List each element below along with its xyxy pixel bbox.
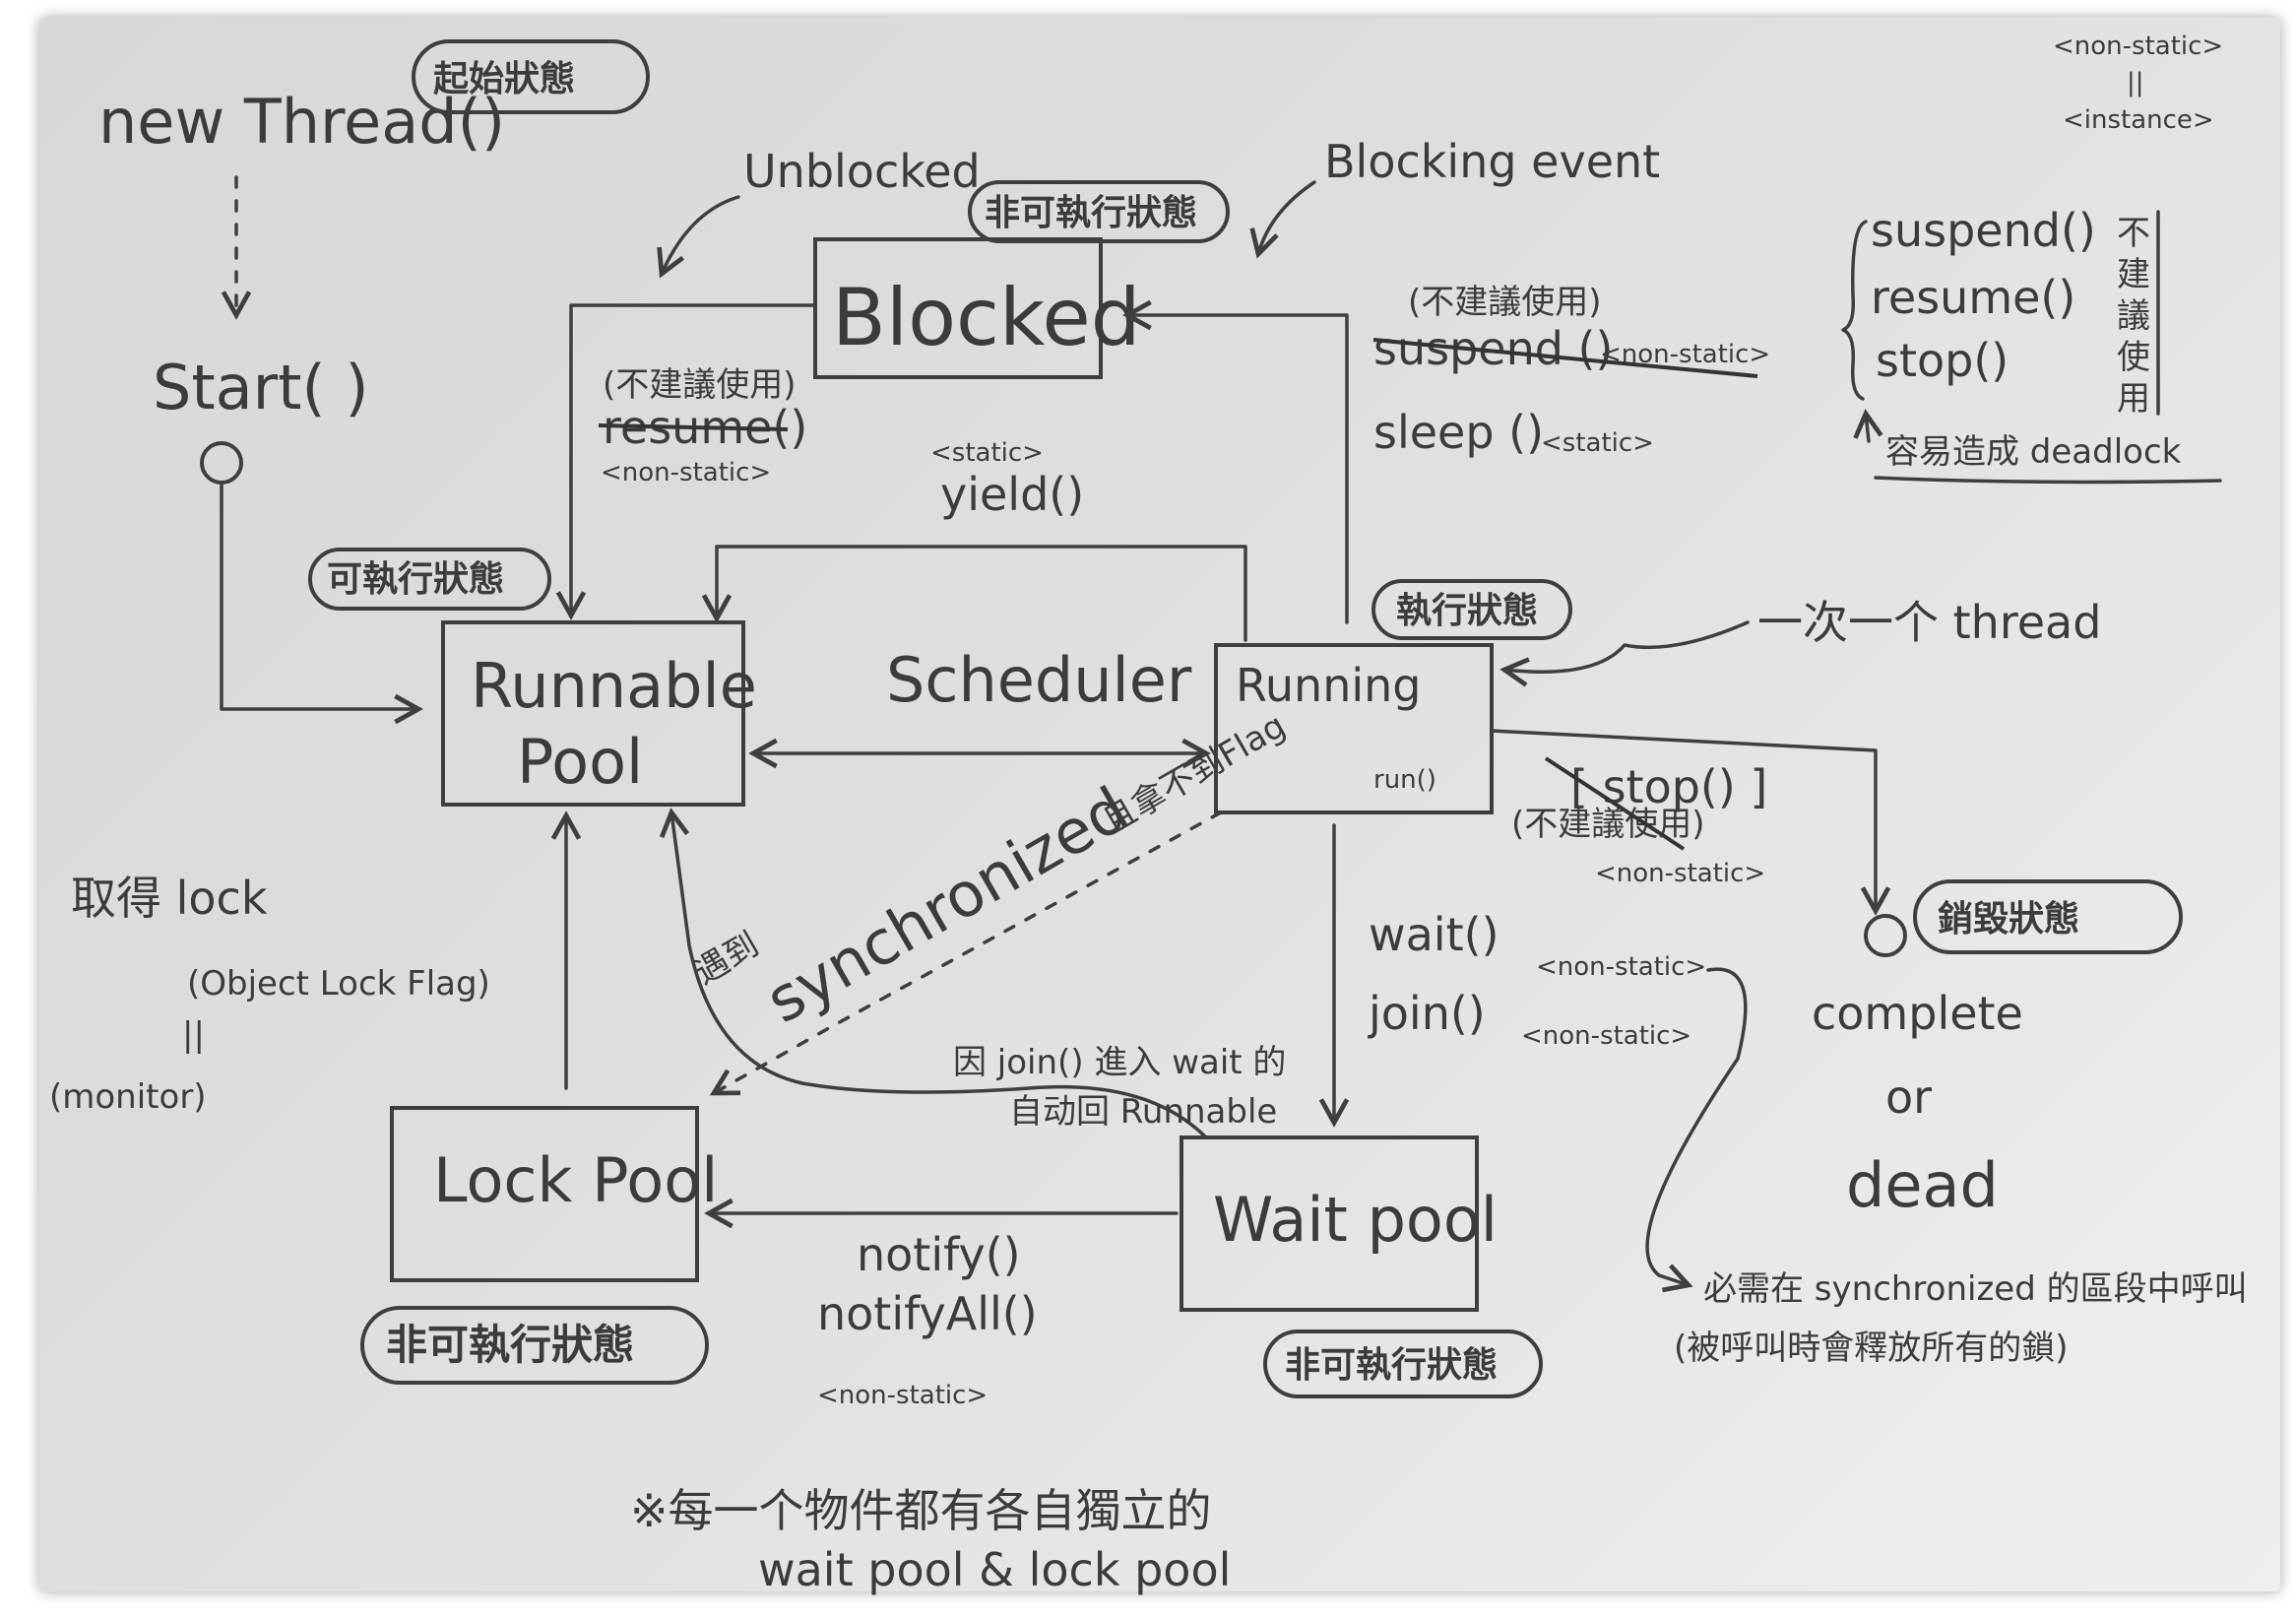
dead-line3: dead [1846,1149,1999,1221]
join-tag: <non-static> [1521,1021,1691,1051]
lock-note-line1: 取得 lock [71,872,268,925]
blocked-state-tag [968,180,1230,243]
stop-label: [ stop() ] [1570,760,1767,813]
deprecated-m1: suspend() [1871,204,2096,257]
one-thread-pointer [1499,620,1750,687]
vertical-char-1: 不 [2117,214,2150,253]
start-call-label: Start( ) [153,352,369,423]
deprecated-vertical-note: 不 建 議 使 用 [2117,214,2150,419]
start-to-runnable-arrow [220,481,423,725]
blocked-label: Blocked [832,272,1141,363]
blocked-state-text: 非可執行狀態 [985,193,1197,233]
runnable-box [441,620,745,807]
dead-line2: or [1885,1070,1932,1124]
notify-tag: <non-static> [817,1381,988,1410]
runnable-label-line2: Pool [517,726,643,798]
running-to-blocked-arrow [1122,299,1349,624]
lock-note-line4: (monitor) [49,1077,207,1117]
dead-node [1864,914,1907,957]
one-thread-label: 一次一个 thread [1757,596,2101,649]
waitpool-label: Wait pool [1213,1184,1498,1256]
suspend-note: (不建議使用) [1408,283,1602,322]
wait-tag: <non-static> [1536,952,1706,982]
lock-note-line2: (Object Lock Flag) [187,964,490,1004]
wait-to-runnable-arrow [659,808,1208,1139]
vertical-char-2: 建 [2117,255,2150,294]
resume-strikethrough [598,423,789,431]
lockpool-label: Lock Pool [433,1144,718,1216]
vertical-char-4: 使 [2117,338,2150,377]
start-state-tag [412,39,650,114]
join-back-line2: 自动回 Runnable [1009,1092,1277,1132]
suspend-strikethrough [1372,338,1758,378]
stop-tag: <non-static> [1595,859,1765,888]
suspend-label: suspend () [1373,322,1613,375]
join-back-line1: 因 join() 進入 wait 的 [953,1043,1286,1082]
sleep-label: sleep () [1373,406,1544,459]
lockpool-state-text: 非可執行狀態 [386,1321,634,1369]
start-state-text: 起始狀態 [433,59,575,99]
yield-tag: <static> [930,438,1044,468]
notify-all-label: notifyAll() [817,1287,1038,1340]
running-to-lockpool-arrow [709,810,1223,1096]
blocked-to-runnable-arrow [555,303,817,620]
dead-line1: complete [1812,987,2023,1040]
sleep-tag: <static> [1541,428,1654,458]
resume-note: (不建議使用) [603,365,797,405]
running-box [1214,643,1494,814]
deadlock-pointer [1853,409,1883,443]
paper-sheet [39,18,2280,1591]
start-node [200,441,243,485]
running-state-text: 執行狀態 [1396,591,1538,631]
dead-state-tag [1913,879,2183,954]
yield-label: yield() [940,468,1084,521]
legend-instance: <instance> [2063,105,2214,135]
deprecated-m3: stop() [1876,334,2009,387]
footer-line2: wait pool & lock pool [758,1543,1231,1596]
resume-tag: <non-static> [601,458,771,487]
notify-label: notify() [857,1228,1021,1281]
sync-label: synchronized [754,773,1140,1037]
run-method-label: run() [1373,765,1436,795]
legend-equals: || [2127,68,2144,97]
lockpool-state-tag [360,1306,709,1385]
wait-label: wait() [1369,908,1499,961]
lock-note-line3: || [182,1015,205,1055]
waitpool-state-text: 非可執行狀態 [1285,1345,1498,1386]
vertical-char-5: 用 [2117,379,2150,419]
vertical-char-3: 議 [2117,296,2150,336]
deadlock-label: 容易造成 deadlock [1885,432,2182,472]
blocking-event-label: Blocking event [1324,135,1660,188]
sync-note-line2: (被呼叫時會釋放所有的鎖) [1674,1329,2069,1368]
waitpool-box [1180,1135,1479,1312]
blocking-event-pointer [1249,180,1316,259]
blocked-box [813,237,1103,379]
stop-note: (不建議使用) [1511,805,1705,844]
deprecated-m2: resume() [1871,271,2075,324]
dead-state-text: 銷毀狀態 [1938,898,2079,940]
runnable-label-line1: Runnable [471,650,757,722]
deadlock-underline [1874,476,2222,485]
sync-suffix: 且拿不到Flag [1096,706,1293,842]
unblocked-pointer [657,195,740,279]
new-thread-label: new Thread() [98,86,505,158]
legend-non-static: <non-static> [2053,32,2223,61]
running-state-tag [1371,579,1572,640]
running-to-dead-arrow [1490,729,1891,916]
running-label: Running [1236,659,1422,712]
deprecated-brace [1841,220,1868,401]
runnable-state-tag [308,548,551,611]
footer-line1: ※每一个物件都有各自獨立的 [630,1484,1212,1537]
yield-arrow [701,545,1247,642]
sync-note-line1: 必需在 synchronized 的區段中呼叫 [1703,1269,2248,1309]
stop-strikethrough [1544,756,1686,851]
runnable-state-text: 可執行狀態 [327,559,504,600]
lockpool-box [390,1106,699,1282]
sync-note-pointer [1645,967,1748,1293]
join-label: join() [1368,987,1486,1040]
waitpool-state-tag [1263,1329,1543,1398]
scheduler-label: Scheduler [886,644,1192,716]
unblocked-label: Unblocked [743,145,981,198]
